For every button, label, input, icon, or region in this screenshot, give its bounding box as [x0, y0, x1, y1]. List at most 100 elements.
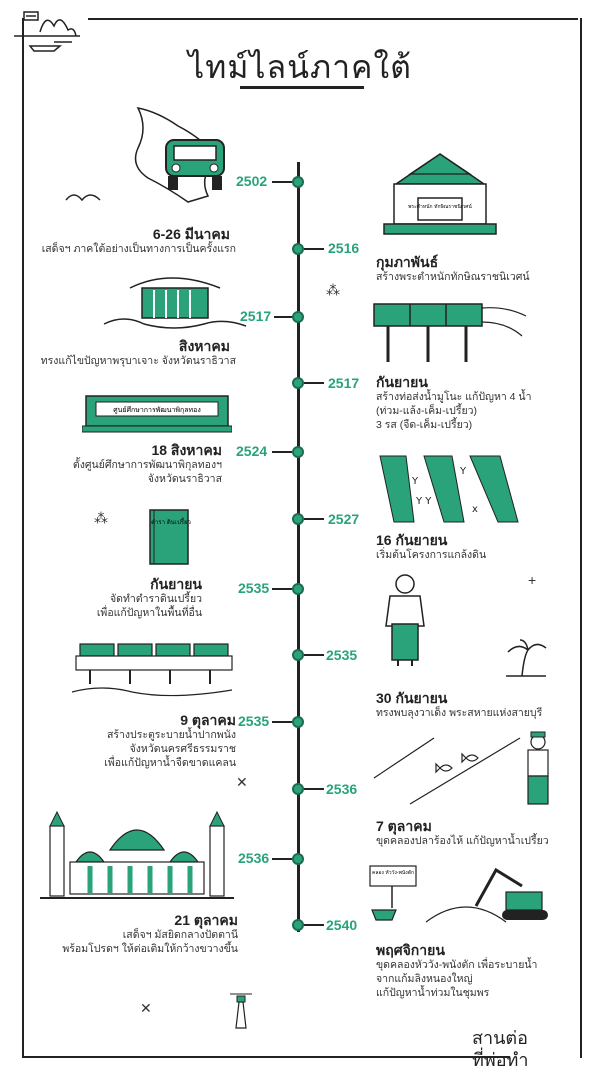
event-date: กันยายน [376, 374, 428, 390]
year-label: 2536 [326, 781, 358, 797]
timeline-axis [297, 162, 300, 932]
svg-text:Y: Y [411, 476, 419, 487]
palace-icon: พระตำหนัก ทักษิณราชนิเวศน์ [383, 153, 497, 235]
event-desc: ทรงแก้ไขปัญหาพรุบาเจาะ จังหวัดนราธิวาส [0, 354, 236, 368]
timeline-node [292, 853, 304, 865]
timeline-node [292, 716, 304, 728]
event-desc: สร้างประตูระบายน้ำปากพนัง จังหวัดนครศรีธ… [16, 728, 236, 770]
event-desc-line: เพื่อแก้ปัญหาน้ำจืดขาดแคลน [104, 757, 236, 769]
event-desc: ตั้งศูนย์ศึกษาการพัฒนาพิกุลทองฯ จังหวัดน… [2, 458, 222, 486]
year-label: 2517 [240, 308, 272, 324]
event-desc-line: ทรงพบลุงวาเด็ง พระสหายแห่งสายบุรี [376, 707, 543, 719]
event-desc-line: จากแก้มลิงหนองใหญ่ [376, 973, 473, 985]
timeline-tick [304, 382, 324, 384]
year-label: 2535 [326, 647, 358, 663]
brand-line1: สานต่อ [472, 1028, 528, 1049]
sparkle-mark: ⁂ [326, 282, 340, 298]
year-label: 2535 [238, 580, 270, 596]
timeline-node [292, 377, 304, 389]
year-label: 2502 [236, 173, 268, 189]
year-label: 2524 [236, 443, 268, 459]
center-sign-icon: ศูนย์ศึกษาการพัฒนาพิกุลทอง [82, 395, 232, 433]
event-date: 16 กันยายน [376, 532, 448, 548]
event-desc-line: สร้างพระตำหนักทักษิณราชนิเวศน์ [376, 271, 530, 283]
frame-bottom-line [22, 1056, 510, 1058]
timeline-tick [304, 788, 324, 790]
book-title-text: ตำรา ดินเปรี้ยว [151, 516, 191, 526]
event-desc-line: จังหวัดนราธิวาส [147, 473, 222, 485]
timeline-tick [272, 721, 292, 723]
sparkle-mark: ⁂ [94, 510, 108, 526]
year-label: 2536 [238, 850, 270, 866]
bird-icon [65, 194, 101, 202]
lighthouse-icon [230, 993, 252, 1029]
svg-text:x: x [472, 504, 478, 515]
timeline-tick [304, 924, 324, 926]
timeline-tick [304, 518, 324, 520]
event-desc: เสด็จฯ มัสยิดกลางปัตตานี พร้อมโปรดฯ ให้ต… [0, 928, 238, 956]
year-label: 2527 [328, 511, 360, 527]
year-label: 2516 [328, 240, 360, 256]
plus-mark: + [528, 572, 537, 588]
event-desc-line: ทรงแก้ไขปัญหาพรุบาเจาะ จังหวัดนราธิวาส [40, 355, 236, 367]
canal-sign-text: คลอง หัววัง-พนังตัก [372, 870, 414, 876]
brand-line2: ที่พ่อทำ [472, 1047, 529, 1070]
timeline-tick [304, 248, 324, 250]
event-desc-line: สร้างท่อส่งน้ำมูโนะ แก้ปัญหา 4 น้ำ [376, 391, 532, 403]
event-desc-line: แก้ปัญหาน้ำท่วมในชุมพร [376, 987, 490, 999]
event-desc-line: จัดทำตำราดินเปรี้ยว [110, 593, 202, 605]
event-desc-line: เสด็จฯ มัสยิดกลางปัตตานี [122, 929, 238, 941]
timeline-node [292, 649, 304, 661]
water-gate-icon [71, 643, 233, 697]
timeline-node [292, 446, 304, 458]
frame-top-line [88, 18, 578, 20]
timeline-tick [272, 451, 292, 453]
event-date: 30 กันยายน [376, 690, 448, 706]
timeline-node [292, 583, 304, 595]
title-underline [240, 86, 364, 89]
event-desc-line: พร้อมโปรดฯ ให้ต่อเติมให้กว้างขวางขึ้น [62, 943, 238, 955]
rice-field-icon: Y Y Y Y x [379, 455, 519, 523]
event-desc-line: สร้างประตูระบายน้ำปากพนัง [106, 729, 236, 741]
event-desc: จัดทำตำราดินเปรี้ยว เพื่อแก้ปัญหาในพื้นท… [2, 592, 202, 620]
event-desc-line: เสด็จฯ ภาคใต้อย่างเป็นทางการเป็นครั้งแรก [41, 243, 236, 255]
event-date: 21 ตุลาคม [174, 912, 238, 928]
car-icon [134, 106, 225, 203]
man-icon [385, 574, 425, 666]
timeline-tick [272, 858, 292, 860]
fish-canal-icon [373, 731, 549, 805]
mosque-icon [40, 810, 234, 899]
event-desc: ทรงพบลุงวาเด็ง พระสหายแห่งสายบุรี [376, 706, 576, 720]
building-icon [103, 277, 247, 329]
event-desc: เสด็จฯ ภาคใต้อย่างเป็นทางการเป็นครั้งแรก [16, 242, 236, 256]
timeline-node [292, 243, 304, 255]
cross-mark: ✕ [236, 774, 248, 790]
timeline-node [292, 176, 304, 188]
svg-text:Y: Y [459, 466, 467, 477]
palm-icon [506, 639, 547, 677]
book-icon: ตำรา ดินเปรี้ยว [149, 509, 191, 565]
year-label: 2540 [326, 917, 358, 933]
event-date: พฤศจิกายน [376, 942, 445, 958]
event-date: 18 สิงหาคม [151, 442, 222, 458]
timeline-node [292, 919, 304, 931]
event-date: สิงหาคม [178, 338, 230, 354]
timeline-tick [274, 316, 294, 318]
event-desc-line: 3 รส (จืด-เค็ม-เปรี้ยว) [376, 419, 473, 431]
svg-text:Y Y: Y Y [415, 496, 432, 507]
event-desc: ขุดคลองปลาร้องไห้ แก้ปัญหาน้ำเปรี้ยว [376, 834, 576, 848]
event-desc-line: เพื่อแก้ปัญหาในพื้นที่อื่น [96, 607, 202, 619]
brand-logo: สานต่อ ที่พ่อทำ [472, 1028, 529, 1070]
event-date: กุมภาพันธ์ [376, 254, 439, 270]
timeline-tick [272, 181, 292, 183]
page-title: ไทม์ไลน์ภาคใต้ [188, 49, 412, 85]
event-desc-line: (ท่วม-แล้ง-เค็ม-เปรี้ยว) [376, 405, 478, 417]
page-frame [22, 18, 582, 1058]
timeline-node [292, 783, 304, 795]
event-desc-line: เริ่มต้นโครงการแกล้งดิน [376, 549, 487, 561]
event-date: 7 ตุลาคม [376, 818, 432, 834]
event-date: 9 ตุลาคม [180, 712, 236, 728]
event-desc: สร้างท่อส่งน้ำมูโนะ แก้ปัญหา 4 น้ำ (ท่วม… [376, 390, 586, 432]
sailboat-icon [14, 11, 80, 52]
event-desc: เริ่มต้นโครงการแกล้งดิน [376, 548, 576, 562]
